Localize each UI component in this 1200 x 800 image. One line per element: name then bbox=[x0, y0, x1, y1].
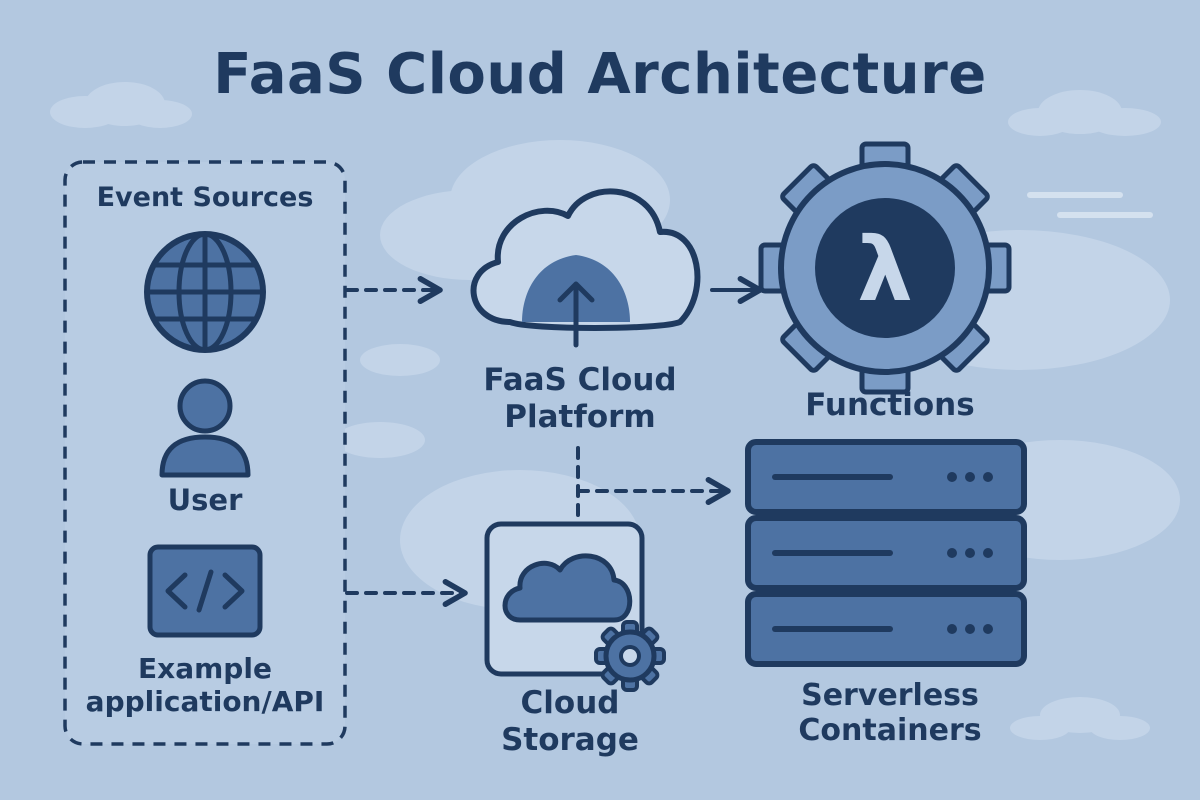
platform-label-line2: Platform bbox=[504, 398, 656, 435]
user-icon bbox=[159, 378, 251, 478]
code-icon bbox=[147, 544, 263, 638]
gear-lambda-icon: λ bbox=[758, 141, 1012, 395]
user-label: User bbox=[167, 483, 243, 517]
lambda-symbol: λ bbox=[857, 218, 913, 321]
containers-label-line1: Serverless bbox=[801, 678, 979, 713]
server-stack-icon bbox=[745, 439, 1027, 667]
app-label-line1: Example bbox=[138, 652, 272, 685]
app-label-line2: application/API bbox=[85, 685, 325, 719]
containers-label-line2: Containers bbox=[798, 713, 982, 749]
functions-label: Functions bbox=[805, 387, 975, 423]
page-title: FaaS Cloud Architecture bbox=[213, 42, 987, 107]
server-unit-1 bbox=[745, 439, 1027, 515]
server-unit-3 bbox=[745, 591, 1027, 667]
globe-icon bbox=[144, 231, 266, 353]
cloud-storage-gear-icon bbox=[484, 521, 666, 692]
platform-label-line1: FaaS Cloud bbox=[483, 362, 677, 398]
cloud-upload-icon bbox=[470, 188, 701, 348]
server-unit-2 bbox=[745, 515, 1027, 591]
storage-label-line1: Cloud bbox=[520, 685, 620, 721]
app-label: Example application/API bbox=[70, 652, 340, 718]
event-sources-label: Event Sources bbox=[96, 182, 314, 213]
containers-label: Serverless Containers bbox=[750, 678, 1030, 749]
platform-label: FaaS Cloud Platform bbox=[440, 362, 720, 435]
storage-label-line2: Storage bbox=[501, 721, 639, 758]
storage-label: Cloud Storage bbox=[460, 685, 680, 758]
connectors bbox=[345, 276, 763, 607]
